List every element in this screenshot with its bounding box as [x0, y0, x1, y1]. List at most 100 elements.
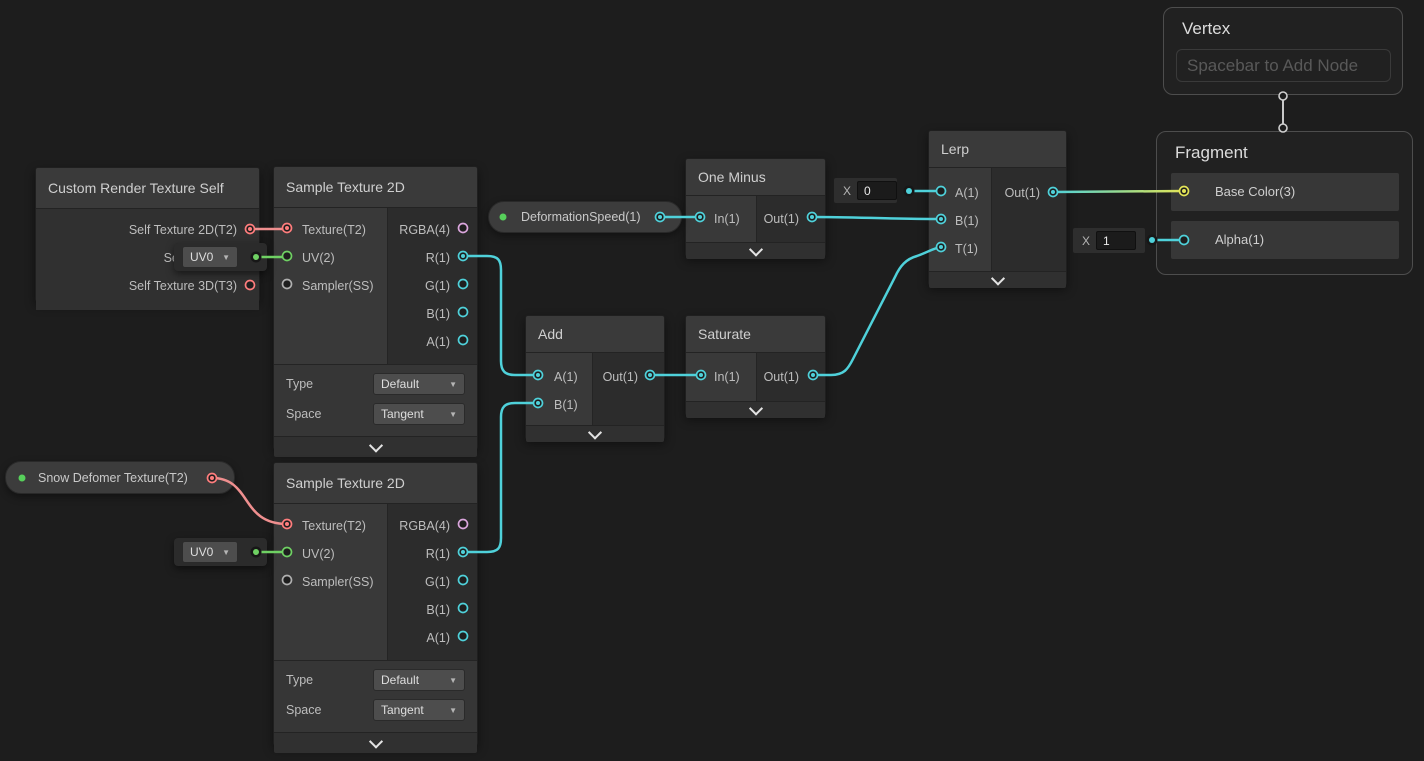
dropdown-arrow-icon: ▼: [222, 252, 230, 262]
wire-oneminus-to-lerp-b[interactable]: [810, 215, 943, 221]
node-title: Custom Render Texture Self: [36, 168, 259, 209]
chevron-down-icon: [368, 734, 383, 749]
port-label-a: A(1): [426, 631, 450, 645]
node-sample-texture-2d-bottom[interactable]: Sample Texture 2D Texture(T2) UV(2) Samp…: [273, 462, 478, 753]
uv-channel-widget-bottom[interactable]: UV0 ▼: [174, 538, 267, 566]
type-dropdown[interactable]: Default ▼: [373, 669, 465, 691]
port-label-alpha: Alpha(1): [1215, 232, 1265, 247]
port-label-r: R(1): [425, 251, 450, 265]
chevron-down-icon: [368, 438, 383, 453]
uv-channel-value: UV0: [190, 545, 214, 559]
uv-channel-widget-top[interactable]: UV0 ▼: [174, 243, 267, 271]
dropdown-arrow-icon: ▼: [449, 705, 457, 715]
chevron-down-icon: [587, 425, 603, 440]
node-add[interactable]: Add A(1) B(1) Out(1): [525, 315, 665, 442]
port-label-uv: UV(2): [302, 547, 335, 561]
uv-channel-dropdown[interactable]: UV0 ▼: [182, 246, 238, 268]
default-dot-well: [903, 185, 915, 197]
space-dropdown[interactable]: Tangent ▼: [373, 403, 465, 425]
chevron-down-icon: [748, 242, 763, 257]
lerp-a-default-widget[interactable]: X 0: [834, 178, 897, 203]
space-value: Tangent: [381, 703, 424, 717]
chevron-down-icon: [990, 271, 1005, 286]
fragment-context-block[interactable]: Fragment Base Color(3) Alpha(1): [1156, 131, 1413, 275]
dropdown-arrow-icon: ▼: [449, 409, 457, 419]
vertex-title: Vertex: [1182, 19, 1231, 38]
port-label-out: Out(1): [1004, 186, 1040, 200]
port-label-texture: Texture(T2): [302, 519, 366, 533]
type-dropdown[interactable]: Default ▼: [373, 373, 465, 395]
dropdown-arrow-icon: ▼: [449, 675, 457, 685]
add-node-placeholder[interactable]: Spacebar to Add Node: [1176, 49, 1391, 82]
alpha-default-input[interactable]: 1: [1096, 231, 1137, 250]
port-label-a: A(1): [426, 335, 450, 349]
chevron-down-icon: [748, 401, 763, 416]
port-label-b: B(1): [955, 214, 979, 228]
port-label-base-color: Base Color(3): [1215, 184, 1296, 199]
node-one-minus[interactable]: One Minus In(1) Out(1): [685, 158, 826, 259]
space-label: Space: [286, 703, 322, 717]
space-value: Tangent: [381, 407, 424, 421]
port-label-b: B(1): [426, 603, 450, 617]
port-label-b: B(1): [426, 307, 450, 321]
space-label: Space: [286, 407, 322, 421]
port-label-g: G(1): [425, 279, 450, 293]
node-title: Lerp: [929, 131, 1066, 168]
x-component-label: X: [1082, 233, 1091, 248]
fragment-row-base-color[interactable]: Base Color(3): [1171, 173, 1399, 211]
port-label-r: R(1): [425, 547, 450, 561]
port-label-in: In(1): [714, 212, 740, 226]
space-dropdown[interactable]: Tangent ▼: [373, 699, 465, 721]
property-pill-snow-deformer-texture[interactable]: Snow Defomer Texture(T2): [5, 461, 235, 494]
node-saturate[interactable]: Saturate In(1) Out(1): [685, 315, 826, 418]
collapse-chevron[interactable]: [274, 436, 477, 457]
alpha-default-widget[interactable]: X 1: [1073, 228, 1145, 253]
port-label-a: A(1): [955, 186, 979, 200]
type-label: Type: [286, 377, 314, 391]
port-label-t: T(1): [955, 242, 978, 256]
port-label-uv: UV(2): [302, 251, 335, 265]
type-value: Default: [381, 377, 420, 391]
property-pill-deformation-speed[interactable]: DeformationSpeed(1): [488, 201, 682, 233]
type-value: Default: [381, 673, 420, 687]
wire-saturate-to-lerp-t[interactable]: [811, 245, 943, 377]
collapse-chevron[interactable]: [686, 401, 825, 418]
port-label-in: In(1): [714, 370, 740, 384]
node-title: One Minus: [686, 159, 825, 196]
node-lerp[interactable]: Lerp A(1) B(1) T(1) Out(1): [928, 130, 1067, 288]
uv-channel-dropdown[interactable]: UV0 ▼: [182, 541, 238, 563]
port-label-self-texture-3d: Self Texture 3D(T3): [128, 279, 237, 293]
vertex-context-block[interactable]: Vertex Spacebar to Add Node: [1163, 7, 1403, 95]
lerp-a-default-input[interactable]: 0: [857, 181, 897, 200]
collapse-chevron[interactable]: [929, 271, 1066, 288]
node-title: Add: [526, 316, 664, 353]
node-custom-render-texture-self[interactable]: Custom Render Texture Self Self Texture …: [35, 167, 260, 310]
collapse-chevron[interactable]: [526, 425, 664, 442]
fragment-title: Fragment: [1175, 143, 1248, 162]
dropdown-arrow-icon: ▼: [222, 547, 230, 557]
port-label-self-texture-2d: Self Texture 2D(T2): [128, 223, 237, 237]
x-component-label: X: [843, 183, 852, 198]
collapse-chevron[interactable]: [274, 732, 477, 753]
port-label-sampler: Sampler(SS): [302, 575, 374, 589]
port-label-g: G(1): [425, 575, 450, 589]
node-sample-texture-2d-top[interactable]: Sample Texture 2D Texture(T2) UV(2) Samp…: [273, 166, 478, 457]
property-label: DeformationSpeed(1): [521, 210, 641, 224]
node-title: Sample Texture 2D: [274, 167, 477, 208]
port-label-out: Out(1): [763, 370, 799, 384]
fragment-row-alpha[interactable]: Alpha(1): [1171, 221, 1399, 259]
port-label-texture: Texture(T2): [302, 223, 366, 237]
dropdown-arrow-icon: ▼: [449, 379, 457, 389]
collapse-chevron[interactable]: [686, 242, 825, 259]
node-title: Saturate: [686, 316, 825, 353]
port-label-out: Out(1): [763, 212, 799, 226]
uv-channel-value: UV0: [190, 250, 214, 264]
port-label-rgba: RGBA(4): [399, 223, 450, 237]
alpha-default-dot[interactable]: [1149, 237, 1155, 243]
port-label-out: Out(1): [602, 370, 638, 384]
lerp-a-default-dot[interactable]: [906, 188, 912, 194]
port-label-b: B(1): [554, 398, 578, 412]
type-label: Type: [286, 673, 314, 687]
port-label-rgba: RGBA(4): [399, 519, 450, 533]
